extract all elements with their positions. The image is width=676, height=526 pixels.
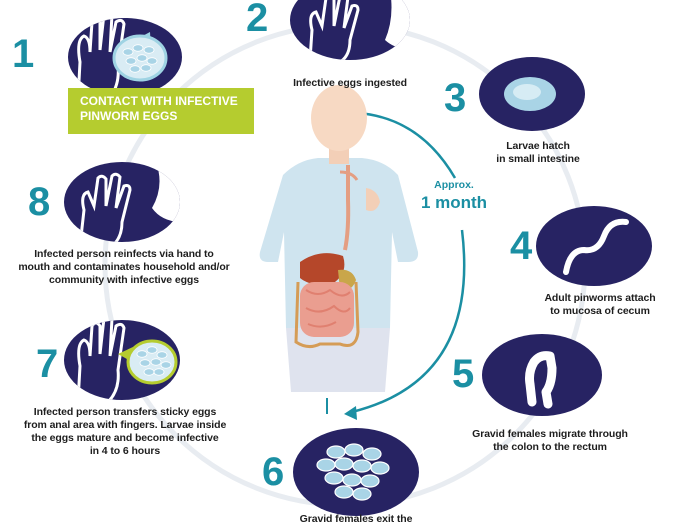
contact-eggs-label: CONTACT WITH INFECTIVE PINWORM EGGS (68, 88, 254, 134)
step-8-caption-line-3: community with infective eggs (4, 274, 244, 287)
step-1-number: 1 (12, 34, 34, 74)
contact-eggs-label-line-2: PINWORM EGGS (80, 109, 254, 124)
step-2-image (290, 0, 420, 62)
step-8-caption-line-1: Infected person reinfects via hand to (4, 248, 244, 261)
step-4-caption: Adult pinworms attach to mucosa of cecum (530, 292, 670, 318)
step-4-caption-line-1: Adult pinworms attach (530, 292, 670, 305)
step-8-caption-line-2: mouth and contaminates household and/or (4, 261, 244, 274)
step-3-caption: Larvae hatch in small intestine (478, 140, 598, 166)
step-2-number: 2 (246, 0, 268, 38)
step-7-caption-line-4: in 4 to 6 hours (10, 445, 240, 458)
step-6-caption-line-1: Gravid females exit the (276, 513, 436, 526)
approx-text: Approx. (410, 178, 498, 192)
step-8-number: 8 (28, 182, 50, 222)
lower-arrow-head (344, 406, 357, 420)
step-3-caption-line-2: in small intestine (478, 153, 598, 166)
step-1-image (68, 11, 182, 100)
step-7-caption-line-3: the eggs mature and become infective (10, 432, 240, 445)
step-6-image (293, 428, 419, 516)
step-7-number: 7 (36, 344, 58, 384)
step-8-image (64, 150, 190, 250)
step-8-caption: Infected person reinfects via hand to mo… (4, 248, 244, 287)
step-2-caption-line-1: Infective eggs ingested (270, 77, 430, 90)
step-4-number: 4 (510, 226, 532, 266)
step-5-caption: Gravid females migrate through the colon… (460, 428, 640, 454)
step-7-caption: Infected person transfers sticky eggs fr… (10, 406, 240, 458)
step-3-image (479, 57, 585, 131)
duration-label: Approx. 1 month (410, 178, 498, 214)
human-figure-icon (260, 85, 418, 392)
contact-eggs-label-line-1: CONTACT WITH INFECTIVE (80, 94, 254, 109)
step-3-caption-line-1: Larvae hatch (478, 140, 598, 153)
step-2-caption: Infective eggs ingested (270, 77, 430, 90)
step-6-number: 6 (262, 452, 284, 492)
step-5-number: 5 (452, 354, 474, 394)
step-7-image (64, 315, 180, 402)
step-7-caption-line-2: from anal area with fingers. Larvae insi… (10, 419, 240, 432)
step-5-caption-line-1: Gravid females migrate through (460, 428, 640, 441)
step-6-caption: Gravid females exit the (276, 513, 436, 526)
step-5-image (482, 334, 602, 416)
step-7-caption-line-1: Infected person transfers sticky eggs (10, 406, 240, 419)
step-3-number: 3 (444, 78, 466, 118)
step-4-caption-line-2: to mucosa of cecum (530, 305, 670, 318)
duration-text: 1 month (410, 192, 498, 214)
step-4-image (536, 206, 652, 286)
larva-egg-icon (504, 77, 556, 111)
step-5-caption-line-2: the colon to the rectum (460, 441, 640, 454)
